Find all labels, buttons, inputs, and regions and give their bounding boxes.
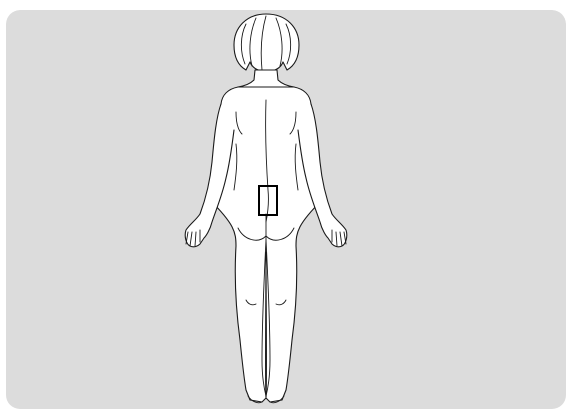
body-diagram [6, 10, 566, 409]
hair [234, 14, 299, 71]
body-diagram-panel [6, 10, 566, 409]
